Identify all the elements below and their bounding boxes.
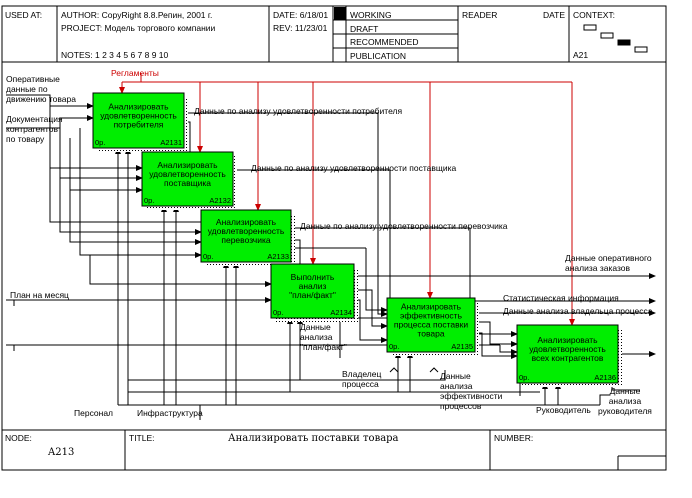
project-field: PROJECT: Модель торгового компании [61, 23, 216, 33]
box-node-number: A2136 [594, 373, 616, 382]
box-title-line: Анализировать [157, 160, 218, 170]
plan-fact-label: Данные анализа "план/факт" [300, 322, 347, 352]
reader-date-label: DATE [543, 10, 566, 20]
output3-label: Данные по анализу удовлетворенности пере… [300, 221, 508, 231]
activity-box-a2133[interactable]: Анализироватьудовлетворенностьперевозчик… [200, 209, 295, 266]
box-title-line: "план/факт" [289, 290, 336, 300]
box-title-line: удовлетворенность [149, 169, 226, 179]
box-title-line: Выполнить [291, 272, 335, 282]
box-body [386, 297, 476, 353]
box-cost: 0р. [144, 196, 154, 205]
box-cost: 0р. [203, 252, 213, 261]
box-node-number: A2134 [330, 308, 352, 317]
box-body [200, 209, 292, 263]
status-working: WORKING [350, 10, 392, 20]
box-body [516, 324, 619, 384]
node-label: NODE: [5, 433, 32, 443]
box-title-line: эффективность [400, 311, 463, 321]
number-label: NUMBER: [494, 433, 534, 443]
box-title-line: анализ [299, 281, 327, 291]
frame [1, 5, 667, 471]
box-cost: 0р. [95, 138, 105, 147]
status-recommended: RECOMMENDED [350, 37, 419, 47]
reglamenty-label: Регламенты [111, 68, 159, 78]
box-cost: 0р. [389, 342, 399, 351]
box-title-line: Анализировать [537, 335, 598, 345]
used-at-label: USED AT: [5, 10, 43, 20]
node-value: A213 [48, 447, 75, 458]
notes-field: NOTES: 1 2 3 4 5 6 7 8 9 10 [61, 50, 169, 60]
box-node-number: A2131 [160, 138, 182, 147]
box-title-line: удовлетворенность [208, 226, 285, 236]
author-field: AUTHOR: CopyRight 8.8.Репин, 2001 г. [61, 10, 213, 20]
date-field: DATE: 6/18/01 [273, 10, 329, 20]
box-title-line: удовлетворенность [100, 111, 177, 121]
rev-field: REV: 11/23/01 [273, 23, 328, 33]
input-oper-data-label: Оперативные данные по движению товара [6, 74, 76, 104]
infra-label: Инфраструктура [137, 408, 203, 418]
activity-box-a2131[interactable]: Анализироватьудовлетворенностьпотребител… [92, 92, 188, 152]
box-title-line: Анализировать [216, 217, 277, 227]
output-owner-label: Данные анализа владельца процесса [503, 306, 653, 316]
box-node-number: A2133 [267, 252, 289, 261]
output-stat-label: Статистическая информация [503, 293, 619, 303]
personal-label: Персонал [74, 408, 114, 418]
plan-label: План на месяц [10, 290, 69, 300]
input-docs-label: Документация контрагентов по товару [6, 114, 63, 144]
reader-label: READER [462, 10, 498, 20]
status-draft: DRAFT [350, 24, 379, 34]
page-title: Анализировать поставки товара [228, 433, 399, 444]
ruk-data-label: Данные анализа руководителя [598, 386, 652, 416]
box-title-line: товара [417, 329, 444, 339]
box-title-line: всех контрагентов [532, 353, 604, 363]
box-title-line: процесса поставки [394, 320, 468, 330]
activity-box-a2132[interactable]: Анализироватьудовлетворенностьпоставщика… [141, 151, 237, 210]
box-body [270, 263, 355, 319]
output2-label: Данные по анализу удовлетворенности пост… [251, 163, 457, 173]
eff-label: Данные анализа эффективности процессов [440, 371, 503, 411]
context-label: CONTEXT: [573, 10, 616, 20]
context-node: A21 [573, 50, 589, 60]
box-title-line: перевозчика [221, 235, 271, 245]
working-marker [334, 7, 346, 20]
status-publication: PUBLICATION [350, 51, 407, 61]
output-oper-label: Данные оперативного анализа заказов [565, 253, 652, 273]
box-title-line: удовлетворенность [529, 344, 606, 354]
output1-label: Данные по анализу удовлетворенности потр… [194, 106, 403, 116]
box-title-line: Анализировать [108, 102, 169, 112]
box-title-line: Анализировать [401, 302, 462, 312]
box-title-line: потребителя [114, 120, 164, 130]
ruk-label: Руководитель [536, 405, 591, 415]
box-cost: 0р. [273, 308, 283, 317]
box-body [141, 151, 234, 207]
box-node-number: A2132 [209, 196, 231, 205]
box-body [92, 92, 185, 149]
owner-label: Владелец процесса [342, 369, 382, 389]
box-node-number: A2135 [451, 342, 473, 351]
box-title-line: поставщика [164, 178, 211, 188]
title-label: TITLE: [129, 433, 155, 443]
box-cost: 0р. [519, 373, 529, 382]
context-box [583, 24, 597, 31]
